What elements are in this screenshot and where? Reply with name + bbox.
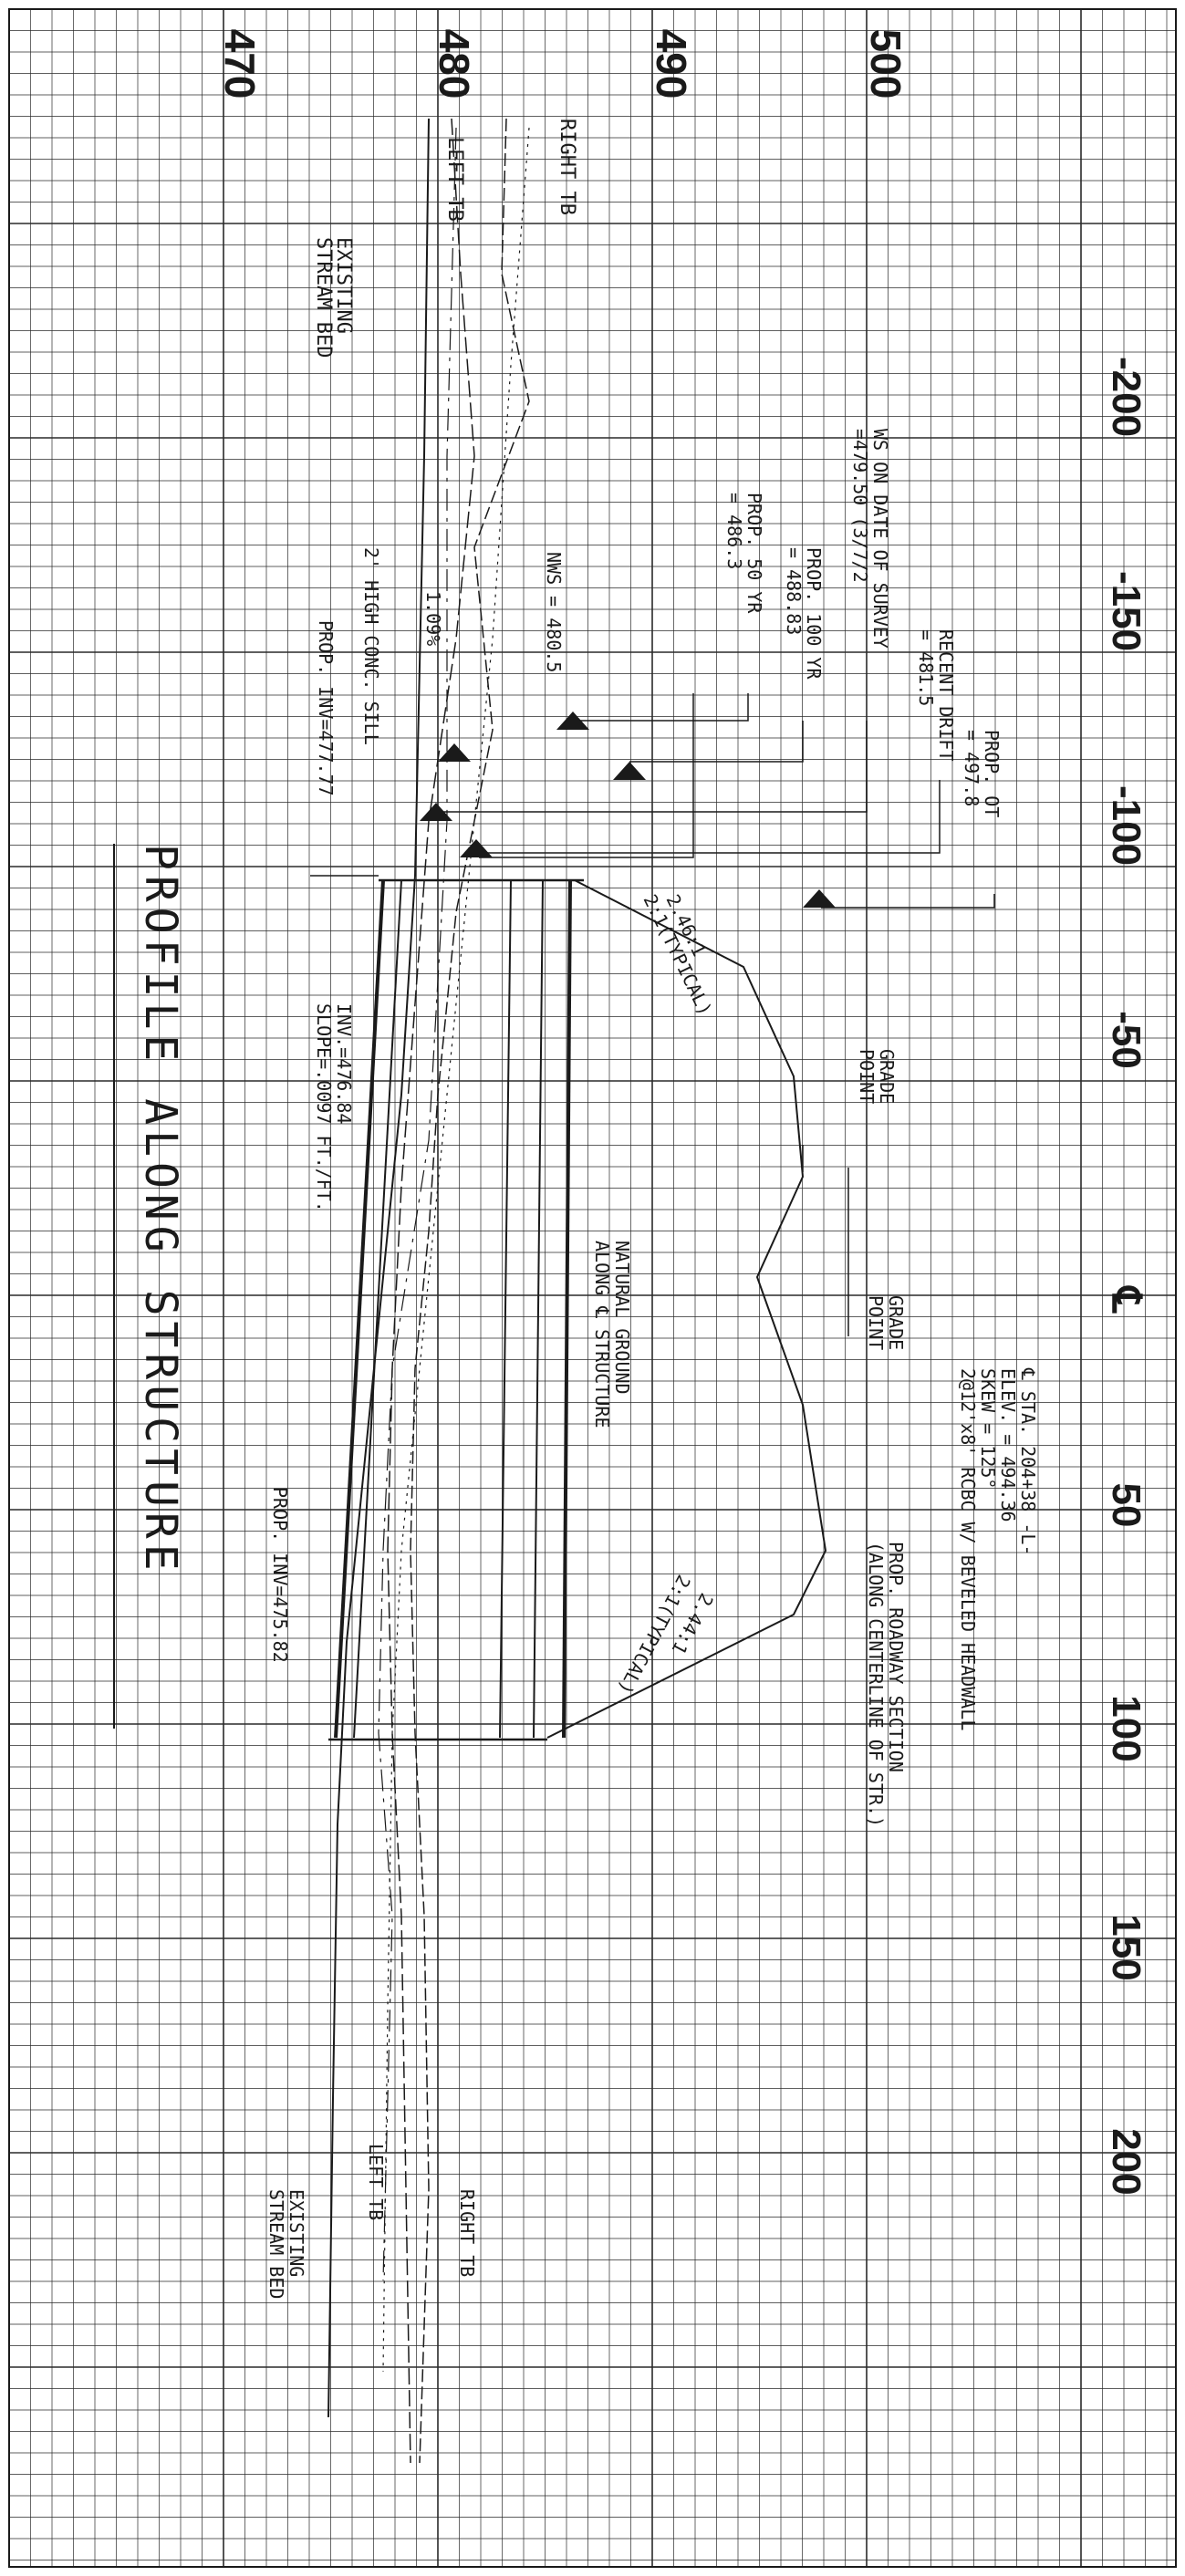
note-existing-stream-bed-top-2: STREAM BED: [312, 237, 335, 358]
station-label-200: 200: [1104, 2128, 1149, 2195]
note-prop-100yr-2: = 488.83: [783, 547, 805, 635]
note-existing-stream-bed-bottom-2: STREAM BED: [265, 2189, 287, 2299]
prop-50yr-marker: [460, 839, 493, 857]
note-prop-50yr-1: PROP. 50 YR: [743, 493, 765, 614]
note-inv-slope-1: INV.=476.84: [333, 1003, 355, 1124]
culvert-structure: [328, 878, 827, 1741]
note-prop-inv-upstream: PROP. INV=477.77: [315, 620, 337, 796]
note-cl-info-3: SKEW = 125°: [977, 1368, 999, 1489]
note-grade-point-1-2: POINT: [856, 1049, 878, 1104]
drawing-title-block: PROFILE ALONG STRUCTURE: [113, 844, 186, 1729]
note-right-tb-top: RIGHT TB: [556, 119, 578, 215]
prop-100yr-marker: [613, 762, 646, 780]
note-grade-point-1-1: GRADE: [876, 1049, 898, 1104]
station-label-neg150: -150: [1104, 571, 1149, 651]
note-slope-pct: 1.09%: [422, 591, 444, 646]
note-grade-point-2-1: GRADE: [885, 1295, 907, 1350]
note-prop-ot-1: PROP. OT: [981, 730, 1003, 817]
drawing-title: PROFILE ALONG STRUCTURE: [135, 844, 186, 1576]
note-prop-roadway-2: (ALONG CENTERLINE OF STR.): [865, 1542, 887, 1827]
grid: [8, 8, 1177, 2568]
station-label-neg200: -200: [1104, 357, 1149, 437]
note-left-tb-bottom: LEFT TB: [365, 2144, 387, 2220]
note-cl-info-1: ℄ STA. 204+38 -L-: [1017, 1367, 1039, 1556]
note-natural-ground-1: NATURAL GROUND: [611, 1241, 633, 1395]
profile-lines: [327, 118, 530, 2464]
note-left-tb-top: LEFT TB: [443, 137, 466, 222]
station-label-50: 50: [1104, 1483, 1149, 1528]
note-right-tb-bottom: RIGHT TB: [456, 2189, 478, 2277]
note-existing-stream-bed-bottom-1: EXISTING: [286, 2189, 307, 2277]
station-label-centerline: ℄: [1104, 1285, 1149, 1314]
ws-survey-marker: [438, 743, 471, 762]
station-label-100: 100: [1104, 1695, 1149, 1761]
note-ws-on-date-1: WS ON DATE OF SURVEY: [869, 429, 891, 649]
note-nws: NWS = 480.5: [543, 552, 565, 672]
grid-border: [8, 8, 1177, 2568]
note-natural-ground-2: ALONG ℄ STRUCTURE: [591, 1241, 613, 1428]
note-prop-100yr-1: PROP. 100 YR: [803, 547, 825, 680]
notes: RIGHT TB LEFT TB EXISTING STREAM BED PRO…: [265, 119, 1039, 2299]
elevation-labels: 500 490 480 470: [216, 29, 910, 99]
note-prop-inv-downstream: PROP. INV=475.82: [269, 1487, 291, 1663]
note-cl-info-2: ELEV. = 494.36: [997, 1368, 1019, 1522]
note-grade-point-2-2: POINT: [865, 1295, 887, 1350]
note-prop-ot-2: = 497.8: [961, 730, 982, 806]
note-recent-drift-2: = 481.5: [915, 629, 937, 706]
elevation-label-470: 470: [216, 29, 264, 99]
note-recent-drift-1: RECENT DRIFT: [935, 629, 957, 762]
nws-marker: [556, 712, 589, 730]
station-label-neg100: -100: [1104, 785, 1149, 866]
station-label-neg50: -50: [1104, 1011, 1149, 1069]
note-prop-roadway-1: PROP. ROADWAY SECTION: [885, 1542, 907, 1772]
note-cl-info-4: 2@12'x8' RCBC W/ BEVELED HEADWALL: [957, 1368, 979, 1730]
note-inv-slope-2: SLOPE=.0097 FT./FT.: [313, 1003, 335, 1212]
note-prop-50yr-2: = 486.3: [723, 493, 745, 569]
prop-ot-marker: [803, 889, 836, 908]
station-label-150: 150: [1104, 1914, 1149, 1980]
elevation-label-500: 500: [862, 29, 910, 99]
water-level-markers: [420, 712, 836, 908]
recent-drift-marker: [420, 803, 452, 821]
note-ws-on-date-2: =479.50 (3/7/2: [849, 429, 871, 583]
station-labels: -200 -150 -100 -50 ℄ 50 100 150 200: [1104, 357, 1149, 2196]
note-conc-sill: 2' HIGH CONC. SILL: [360, 547, 382, 745]
elevation-label-490: 490: [648, 29, 695, 99]
note-existing-stream-bed-top-1: EXISTING: [332, 237, 355, 334]
leader-lines: [310, 693, 995, 1336]
elevation-label-480: 480: [431, 29, 478, 99]
